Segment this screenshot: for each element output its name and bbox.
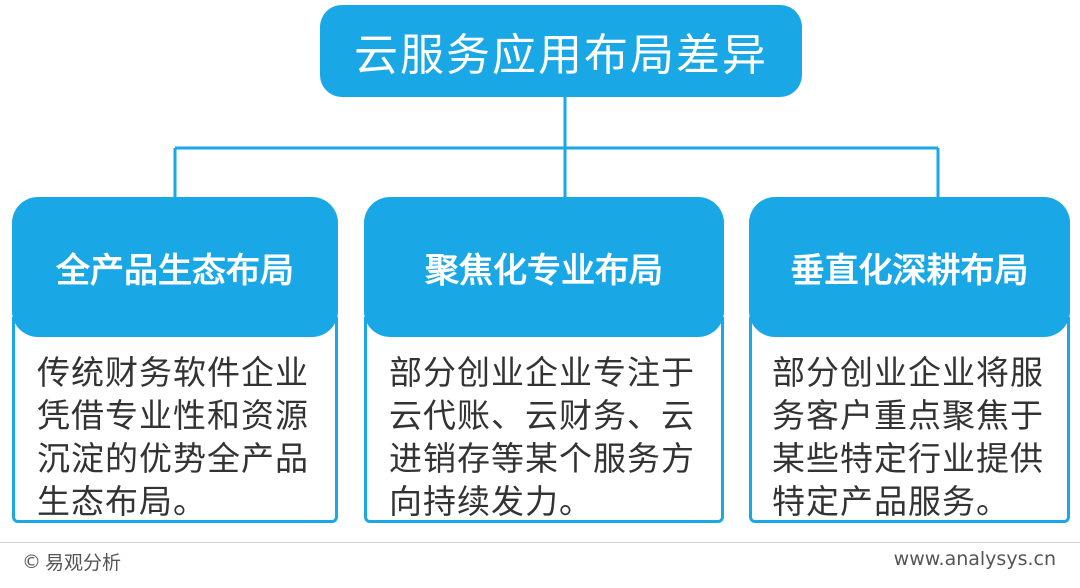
footer-divider	[0, 542, 1080, 543]
card-body-line: 生态布局。	[37, 482, 207, 521]
card-body-line: 特定产品服务。	[772, 482, 1010, 521]
card-body: 传统财务软件企业 凭借专业性和资源 沉淀的优势全产品 生态布局。	[12, 317, 338, 523]
card-body-line: 传统财务软件企业	[37, 353, 309, 392]
card-body-line: 进销存等某个服务方	[389, 439, 695, 478]
card-body-line: 凭借专业性和资源	[37, 396, 309, 435]
card-focused-professional: 聚焦化专业布局 部分创业企业专注于 云代账、云财务、云 进销存等某个服务方 向持…	[364, 197, 724, 525]
diagram-title-text: 云服务应用布局差异	[354, 30, 768, 81]
card-heading-text: 全产品生态布局	[56, 250, 294, 291]
card-heading-text: 垂直化深耕布局	[790, 250, 1029, 291]
card-heading: 全产品生态布局	[12, 197, 338, 337]
card-heading: 垂直化深耕布局	[749, 197, 1070, 337]
card-body-line: 云代账、云财务、云	[389, 396, 695, 435]
card-body-line: 部分创业企业专注于	[389, 353, 695, 392]
diagram-title: 云服务应用布局差异	[320, 5, 802, 97]
footer-source: © 易观分析	[22, 548, 121, 575]
card-body-line: 务客户重点聚焦于	[772, 396, 1044, 435]
card-body-line: 部分创业企业将服	[772, 353, 1044, 392]
card-body-line: 某些特定行业提供	[772, 439, 1044, 478]
copyright-icon: ©	[22, 550, 41, 573]
card-body-line: 沉淀的优势全产品	[37, 439, 309, 478]
card-body: 部分创业企业专注于 云代账、云财务、云 进销存等某个服务方 向持续发力。	[364, 317, 724, 523]
footer-website[interactable]: www.analysys.cn	[893, 548, 1056, 570]
card-body: 部分创业企业将服 务客户重点聚焦于 某些特定行业提供 特定产品服务。	[749, 317, 1070, 523]
footer-source-text: 易观分析	[45, 552, 122, 574]
card-body-line: 向持续发力。	[389, 482, 593, 521]
card-heading: 聚焦化专业布局	[364, 197, 724, 337]
card-vertical-deepening: 垂直化深耕布局 部分创业企业将服 务客户重点聚焦于 某些特定行业提供 特定产品服…	[749, 197, 1070, 525]
card-heading-text: 聚焦化专业布局	[425, 250, 663, 291]
card-full-product-ecosystem: 全产品生态布局 传统财务软件企业 凭借专业性和资源 沉淀的优势全产品 生态布局。	[12, 197, 338, 525]
